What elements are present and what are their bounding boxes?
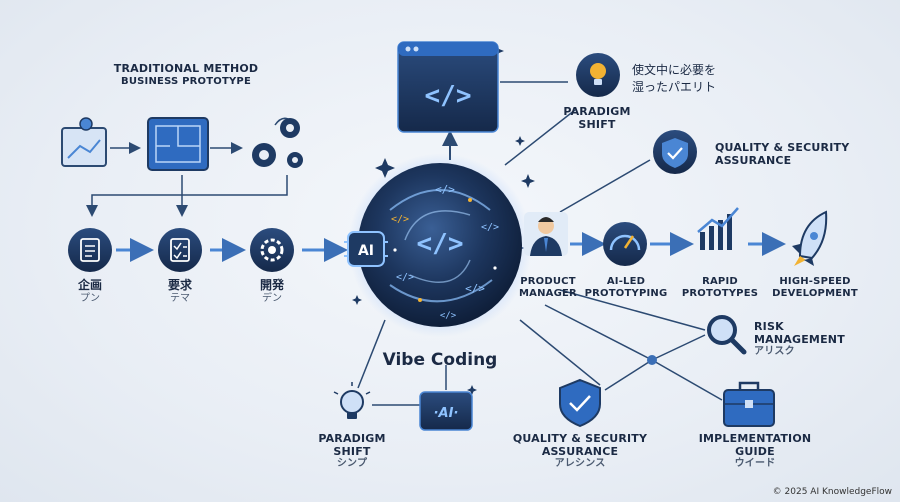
bottom-ai-badge-label: ·AI·	[434, 406, 459, 421]
gear-icon	[250, 228, 294, 272]
high-speed-development-label: HIGH-SPEED DEVELOPMENT	[770, 276, 860, 299]
svg-text:</>: </>	[440, 311, 457, 321]
quality-top-line2: ASSURANCE	[715, 153, 792, 167]
risk-line2: MANAGEMENT	[754, 332, 845, 346]
product-manager-line2: MANAGER	[519, 287, 577, 299]
svg-text:</>: </>	[391, 214, 409, 225]
copyright-text: © 2025 AI KnowledgeFlow	[772, 487, 892, 497]
step-development-kanji: 開発	[259, 278, 284, 292]
step-planning-kana: プン	[80, 292, 100, 304]
rapid-prototypes-label: RAPID PROTOTYPES	[680, 276, 760, 299]
bottom-lightbulb-icon	[333, 382, 371, 419]
ai-chip-icon	[344, 231, 388, 267]
quality-top-line1: QUALITY & SECURITY	[715, 141, 850, 154]
quality-bottom-label: QUALITY & SECURITY ASSURANCE アレシンス	[505, 432, 655, 470]
svg-text:</>: </>	[396, 272, 414, 283]
svg-text:</>: </>	[435, 183, 455, 196]
rapid-line1: RAPID	[702, 276, 738, 287]
clipboard-icon	[68, 228, 112, 272]
bottom-paradigm-jp: シンプ	[336, 458, 368, 470]
ai-badge-label: AI	[358, 243, 374, 259]
traditional-line1: TRADITIONAL METHOD	[113, 62, 259, 75]
quality-bottom-jp: アレシンス	[554, 458, 606, 470]
high-speed-line1: HIGH-SPEED	[779, 276, 851, 287]
lightbulb-icon	[576, 53, 620, 97]
top-paradigm-line1: PARADIGM	[563, 105, 631, 118]
step-development-kana: デン	[262, 292, 282, 304]
implementation-guide-label: IMPLEMENTATION GUIDE ウイード	[690, 432, 820, 470]
step-planning-kanji: 企画	[77, 278, 102, 292]
bottom-ai-card-icon	[419, 391, 473, 431]
step-requirements-kanji: 要求	[167, 278, 192, 292]
quality-top-label: QUALITY & SECURITY ASSURANCE	[715, 141, 865, 167]
shield-check-icon	[653, 130, 697, 174]
implementation-line1: IMPLEMENTATION	[698, 432, 812, 445]
ai-led-prototyping-label: AI-LED PROTOTYPING	[583, 276, 669, 299]
svg-text:</>: </>	[425, 81, 472, 111]
manager-avatar-icon	[524, 212, 568, 256]
top-paradigm-shift-label: PARADIGM SHIFT	[552, 105, 642, 131]
rapid-line2: PROTOTYPES	[681, 287, 759, 299]
network-node	[647, 355, 657, 365]
quality-bottom-line2: ASSURANCE	[541, 444, 619, 458]
top-paradigm-jp2: 湿ったパエリト	[632, 79, 717, 94]
svg-text:</>: </>	[465, 282, 485, 295]
implementation-jp: ウイード	[734, 458, 776, 470]
step-requirements-kana: テマ	[170, 292, 190, 304]
vibe-coding-sphere: </> </> </> </> </> </> </>	[358, 163, 522, 327]
briefcase-icon	[723, 381, 775, 427]
map-icon	[61, 117, 107, 167]
bottom-shield-icon	[559, 378, 601, 428]
blueprint-icon	[147, 117, 209, 171]
ai-led-line2: PROTOTYPING	[584, 287, 668, 299]
gears-icon	[252, 118, 303, 168]
svg-text:</>: </>	[417, 229, 464, 259]
top-paradigm-line2: SHIFT	[578, 117, 616, 131]
step-development-label: 開発 デン	[244, 278, 300, 304]
svg-text:</>: </>	[481, 222, 499, 233]
ai-led-line1: AI-LED	[606, 276, 646, 287]
growth-chart-icon	[697, 207, 739, 250]
risk-jp: アリスク	[754, 346, 795, 358]
step-requirements-label: 要求 テマ	[152, 278, 208, 304]
product-manager-label: PRODUCT MANAGER	[510, 276, 586, 299]
top-paradigm-jp1: 使文中に必要を	[632, 63, 717, 77]
top-paradigm-jp-label: 使文中に必要を 湿ったパエリト	[632, 63, 752, 95]
bottom-paradigm-line1: PARADIGM	[318, 432, 386, 445]
risk-management-label: RISK MANAGEMENT アリスク	[754, 320, 854, 358]
traditional-method-label: TRADITIONAL METHOD BUSINESS PROTOTYPE	[98, 62, 274, 87]
quality-bottom-line1: QUALITY & SECURITY	[512, 432, 648, 445]
bottom-paradigm-line2: SHIFT	[333, 444, 371, 458]
code-window-icon: </>	[397, 41, 499, 133]
traditional-line2: BUSINESS PROTOTYPE	[121, 75, 251, 87]
vibe-coding-title: Vibe Coding	[382, 350, 498, 370]
bottom-paradigm-shift-label: PARADIGM SHIFT シンプ	[310, 432, 394, 470]
checklist-icon	[158, 228, 202, 272]
implementation-line2: GUIDE	[735, 444, 775, 458]
rocket-icon	[792, 210, 828, 266]
speedometer-icon	[603, 222, 647, 266]
product-manager-line1: PRODUCT	[520, 276, 576, 287]
step-planning-label: 企画 プン	[62, 278, 118, 304]
magnifier-icon	[707, 315, 747, 355]
high-speed-line2: DEVELOPMENT	[772, 287, 858, 299]
risk-line1: RISK	[754, 320, 784, 333]
